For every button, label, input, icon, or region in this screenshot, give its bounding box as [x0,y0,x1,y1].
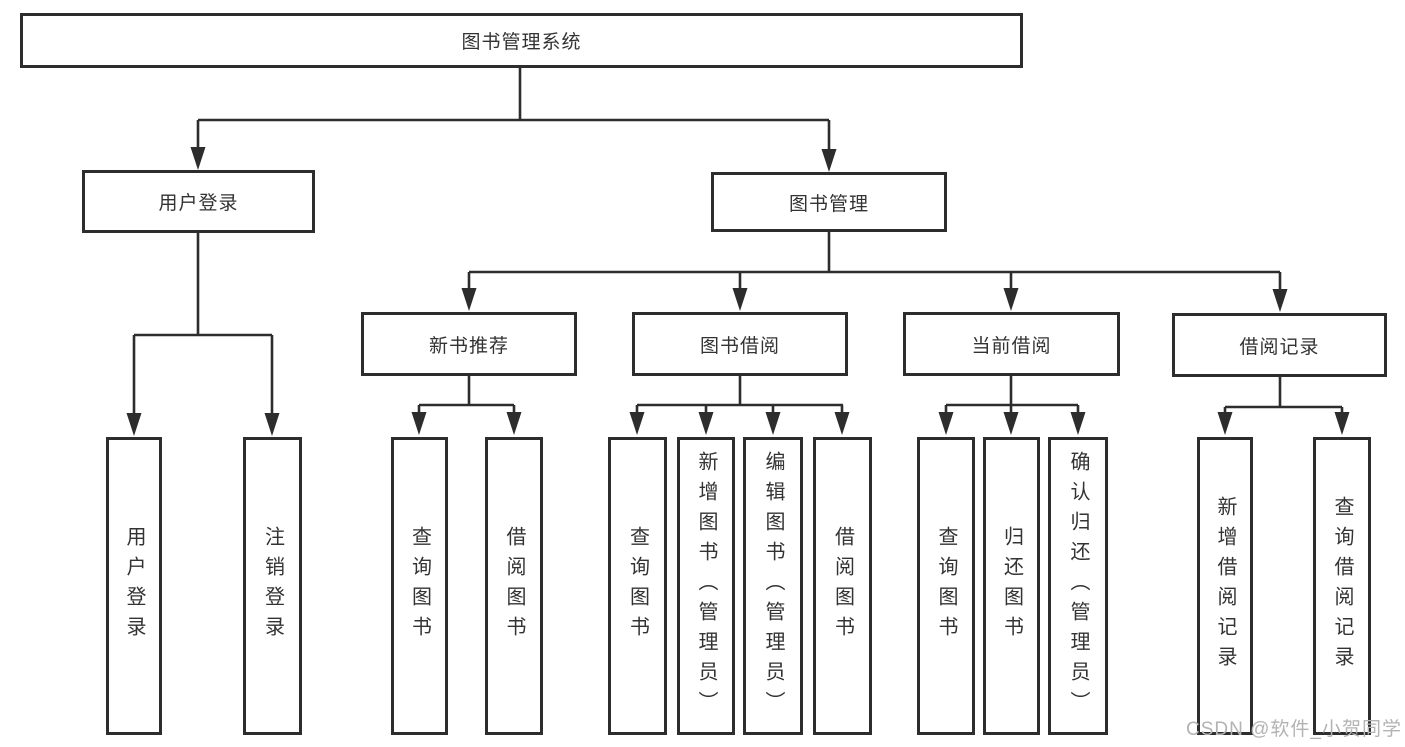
node-label: 查询图书 [408,526,431,646]
arrowhead-down [1070,412,1086,435]
leaf-edit-books-admin: 编辑图书（管理员） [743,437,803,735]
leaf-query-books-borrow: 查询图书 [608,437,667,735]
leaf-user-login: 用户登录 [106,437,162,735]
connector-new-book-recommend-to-leaves [411,376,522,435]
node-book-management: 图书管理 [711,172,947,232]
connector-book-borrow-to-leaves [629,376,850,435]
node-label: 归还图书 [1000,526,1023,646]
node-label: 确认归还（管理员） [1067,451,1089,721]
node-label: 新增借阅记录 [1214,496,1236,676]
node-label: 新书推荐 [428,335,509,357]
arrowhead-down [834,412,850,435]
arrowhead-down [190,147,206,170]
arrowhead-down [821,149,837,172]
arrowhead-down [461,288,477,311]
node-label: 注销登录 [261,526,284,646]
leaf-return-books: 归还图书 [983,437,1040,735]
arrowhead-down [264,413,280,436]
node-label: 借阅图书 [503,526,525,646]
arrowhead-down [1217,412,1233,435]
node-label: 用户登录 [158,193,239,214]
connector-current-borrow-to-leaves [938,376,1086,435]
leaf-add-books-admin: 新增图书（管理员） [677,437,735,735]
node-label: 查询借阅记录 [1331,496,1353,676]
arrowhead-down [938,412,954,435]
connector-book-management-to-level3 [461,232,1288,312]
node-label: 查询图书 [626,526,649,646]
connector-root-to-level2 [190,68,837,172]
arrowhead-down [1334,412,1350,435]
node-book-borrow: 图书借阅 [632,312,848,376]
node-label: 借阅记录 [1239,336,1320,358]
node-root-library-management-system: 图书管理系统 [20,13,1023,68]
leaf-logout: 注销登录 [243,437,302,735]
node-label: 编辑图书（管理员） [762,451,784,721]
arrowhead-down [629,412,645,435]
leaf-query-books-current: 查询图书 [917,437,975,735]
arrowhead-down [1003,412,1019,435]
leaf-query-borrow-record: 查询借阅记录 [1313,437,1371,735]
node-label: 查询图书 [935,526,957,646]
arrowhead-down [732,288,748,311]
node-label: 图书管理 [788,193,869,215]
leaf-add-borrow-record: 新增借阅记录 [1197,437,1253,735]
node-current-borrow: 当前借阅 [903,312,1120,376]
node-label: 图书管理系统 [461,32,582,53]
node-borrow-records: 借阅记录 [1172,313,1387,377]
arrowhead-down [698,412,714,435]
arrowhead-down [1272,289,1288,312]
csdn-watermark: CSDN @软件_小贺同学 [1186,719,1402,740]
arrowhead-down [126,413,142,436]
connector-borrow-records-to-leaves [1217,377,1350,435]
leaf-confirm-return-admin: 确认归还（管理员） [1048,437,1108,735]
leaf-borrow-books-recommend: 借阅图书 [485,437,543,735]
leaf-borrow-books: 借阅图书 [813,437,872,735]
arrowhead-down [1003,288,1019,311]
arrowhead-down [506,412,522,435]
arrowhead-down [411,412,427,435]
node-label: 借阅图书 [831,526,854,646]
connector-user-login-to-leaves [126,233,280,436]
node-label: 新增图书（管理员） [695,451,717,721]
node-user-login: 用户登录 [82,170,315,233]
leaf-query-books-recommend: 查询图书 [391,437,448,735]
arrowhead-down [765,412,781,435]
node-new-book-recommend: 新书推荐 [361,312,577,376]
node-label: 图书借阅 [699,335,780,357]
node-label: 用户登录 [123,526,145,646]
node-label: 当前借阅 [971,335,1052,357]
